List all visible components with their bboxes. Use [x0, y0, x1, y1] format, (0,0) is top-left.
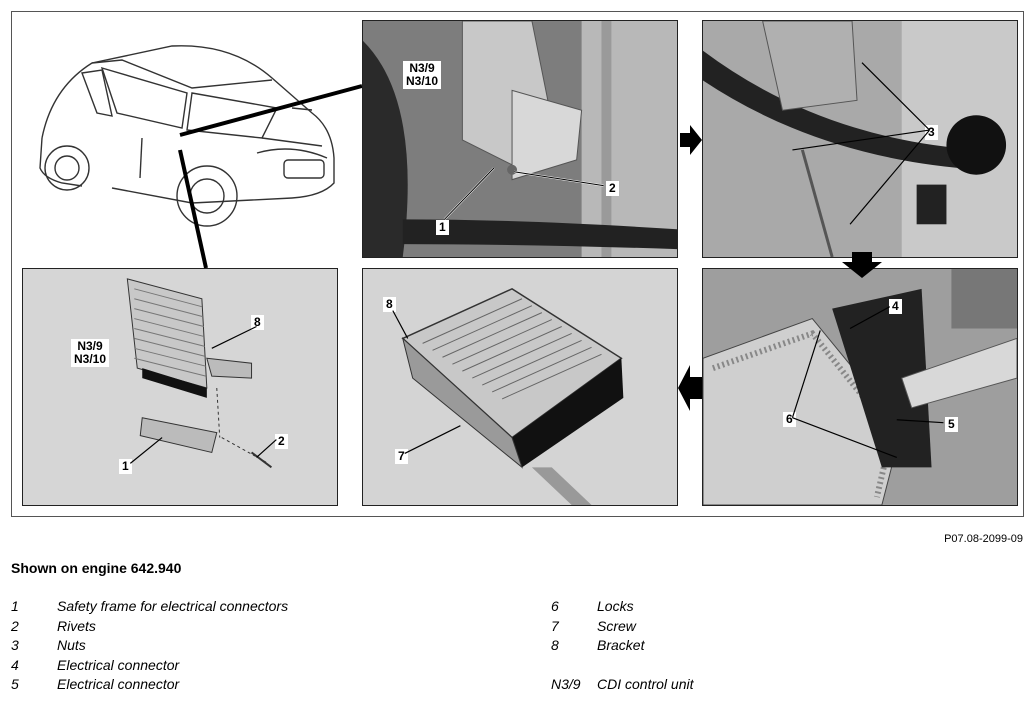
- callout-label: N3/10: [406, 74, 439, 88]
- legend-text: Rivets: [57, 617, 96, 634]
- legend-item: 2 Rivets: [11, 618, 288, 638]
- callout-5: 5: [945, 417, 958, 432]
- legend-item: 8 Bracket: [551, 637, 693, 657]
- legend-number: 4: [11, 656, 19, 673]
- caption-heading: Shown on engine 642.940: [11, 560, 182, 576]
- illustration-panel-installation: 8 7: [362, 268, 678, 506]
- callout-1: 1: [119, 459, 132, 474]
- callout-lines: [129, 325, 277, 464]
- legend-number: 5: [11, 676, 19, 693]
- legend-text: Bracket: [597, 637, 645, 654]
- legend-number: 1: [11, 598, 19, 614]
- callout-lines: [443, 167, 604, 221]
- callout-8: 8: [251, 315, 264, 330]
- legend-item: [551, 657, 693, 677]
- callout-2: 2: [606, 181, 619, 196]
- legend-item: 7 Screw: [551, 618, 693, 638]
- legend-item: 1 Safety frame for electrical connectors: [11, 598, 288, 618]
- callout-label: N3/9: [77, 339, 103, 353]
- callout-8: 8: [383, 297, 396, 312]
- legend-text: Safety frame for electrical connectors: [57, 598, 289, 614]
- legend-number: [551, 657, 597, 677]
- legend-number: 2: [11, 617, 19, 634]
- vehicle-illustration: [39, 45, 335, 227]
- figure-code: P07.08-2099-09: [944, 533, 1023, 545]
- photo-panel-removal-step3: 4 5 6: [702, 268, 1018, 506]
- legend-text: Electrical connector: [57, 656, 180, 673]
- callout-n39-n310: N3/9 N3/10: [403, 61, 442, 89]
- arrow-down-icon: [842, 252, 882, 278]
- callout-n39-n310: N3/9 N3/10: [71, 339, 110, 367]
- legend-item: 3 Nuts: [11, 637, 288, 657]
- callout-label: N3/10: [74, 352, 107, 366]
- callout-7: 7: [395, 449, 408, 464]
- callout-label: N3/9: [409, 61, 435, 75]
- exploded-view-panel: N3/9 N3/10 8 1 2: [22, 268, 338, 506]
- legend-number: 7: [551, 617, 559, 634]
- legend-number: 8: [551, 637, 559, 654]
- callout-1: 1: [436, 220, 449, 235]
- arrow-left-icon: [678, 365, 702, 411]
- arrow-right-icon: [680, 125, 702, 155]
- legend-text: Locks: [597, 598, 634, 614]
- legend-right: 6 Locks 7 Screw 8 Bracket N3/9 CDI control u…: [551, 598, 693, 696]
- callout-lines: [792, 62, 931, 225]
- callout-lines: [392, 310, 461, 454]
- photo-panel-removal-step2: 3: [702, 20, 1018, 258]
- photo-panel-removal-step1: N3/9 N3/10 1 2: [362, 20, 678, 258]
- legend-text: CDI control unit: [597, 676, 694, 693]
- legend-text: Nuts: [57, 637, 86, 654]
- callout-lines: [791, 306, 944, 458]
- legend-number: 3: [11, 637, 19, 654]
- legend-item: N3/9 CDI control unit: [551, 676, 693, 696]
- legend-number: 6: [551, 598, 559, 614]
- legend-item: 5 Electrical connector: [11, 676, 288, 696]
- legend-item: 6 Locks: [551, 598, 693, 618]
- legend-number: N3/9: [551, 676, 581, 693]
- legend-item: 4 Electrical connector: [11, 657, 288, 677]
- callout-4: 4: [889, 299, 902, 314]
- callout-2: 2: [275, 434, 288, 449]
- legend-text: Electrical connector: [57, 676, 180, 693]
- legend-text: Screw: [597, 617, 636, 634]
